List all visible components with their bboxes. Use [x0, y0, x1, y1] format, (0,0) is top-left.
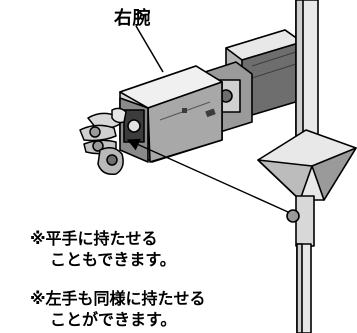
- note-flat-hand-line2: こともできます。: [50, 250, 176, 269]
- attach-arrow: [126, 138, 289, 213]
- robot-right-arm: [119, 29, 303, 163]
- flat-hand: [79, 107, 127, 176]
- note-left-hand-line1: ※左手も同様に持たせる: [30, 289, 206, 308]
- display-stand: [257, 0, 357, 333]
- note-left-hand: ※左手も同様に持たせる ことができます。: [30, 288, 206, 330]
- note-left-hand-line2: ことができます。: [50, 310, 177, 329]
- note-flat-hand-line1: ※平手に持たせる: [30, 229, 158, 248]
- title-pointer-line: [135, 25, 164, 73]
- figure-title: 右腕: [114, 8, 151, 29]
- note-flat-hand: ※平手に持たせる こともできます。: [30, 228, 176, 270]
